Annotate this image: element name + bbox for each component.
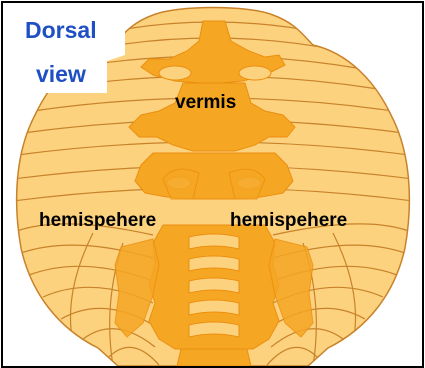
label-hemisphere-left: hemispehere (39, 210, 156, 232)
cerebellum-illustration (3, 3, 422, 366)
label-hemisphere-right: hemispehere (230, 210, 347, 232)
label-vermis: vermis (175, 92, 236, 114)
view-title-line1: Dorsal (25, 17, 97, 44)
view-title-line2: view (36, 61, 86, 88)
